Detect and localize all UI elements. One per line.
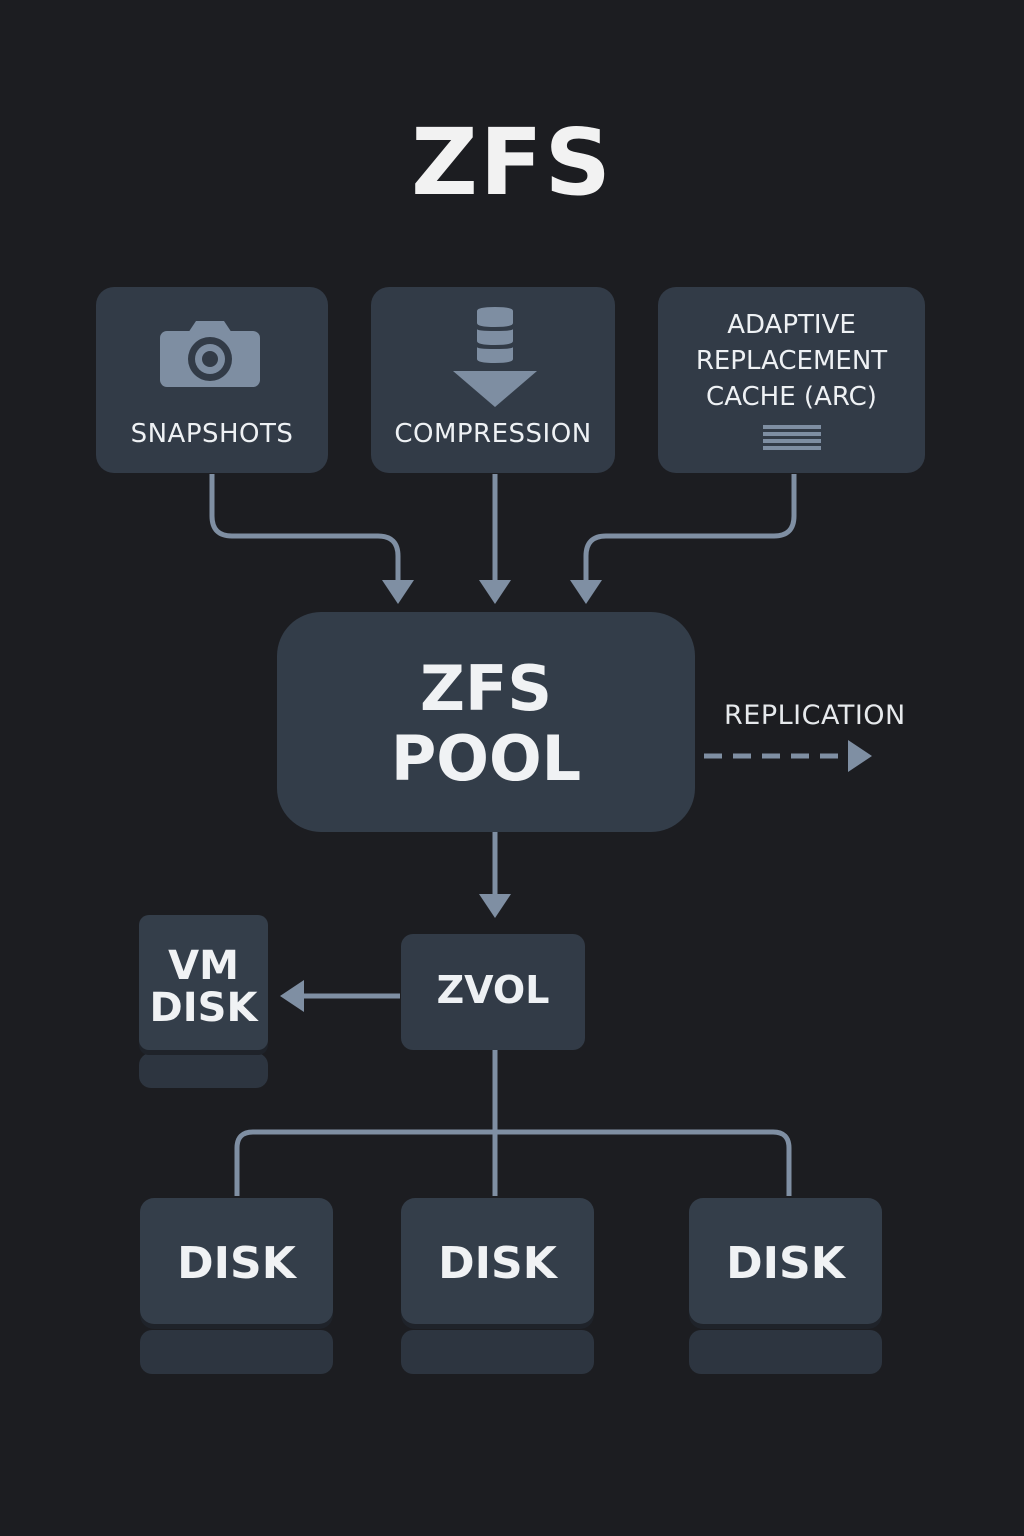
snapshots-to-pool-arrowhead (382, 580, 414, 604)
disk-base (689, 1330, 882, 1374)
vm-disk-stack: VM DISK (139, 915, 268, 1088)
arc-label: ADAPTIVE REPLACEMENT CACHE (ARC) (695, 310, 888, 412)
zvol-node: ZVOL (401, 934, 585, 1050)
pool-to-zvol-arrowhead (479, 894, 511, 918)
zvol-label: ZVOL (436, 968, 550, 1012)
arc-to-pool-arrowhead (570, 580, 602, 604)
zfs-pool-node: ZFS POOL (277, 612, 695, 832)
compression-to-pool-arrowhead (479, 580, 511, 604)
replication-arrowhead (848, 740, 872, 772)
disk-base (401, 1330, 594, 1374)
disk-stack-1: DISK (140, 1198, 333, 1374)
disk-top (140, 1198, 333, 1324)
snapshots-to-pool-connector (209, 474, 401, 580)
database-down-arrow-icon (453, 307, 537, 407)
list-lines-icon (763, 425, 821, 450)
compression-card: COMPRESSION (371, 287, 615, 473)
snapshots-label: SNAPSHOTS (130, 419, 294, 449)
disk-stack-3: DISK (689, 1198, 882, 1374)
compression-label: COMPRESSION (394, 419, 592, 449)
disk-top (401, 1198, 594, 1324)
replication-label: REPLICATION (724, 700, 906, 731)
zvol-to-vm-disk-arrowhead (280, 980, 304, 1012)
zfs-pool-label: ZFS POOL (390, 652, 582, 795)
vm-disk-base (139, 1053, 268, 1088)
disk-stack-2: DISK (401, 1198, 594, 1374)
page-title: ZFS (411, 109, 613, 216)
snapshots-card: SNAPSHOTS (96, 287, 328, 473)
vm-disk-top (139, 915, 268, 1050)
vm-disk-label: VM DISK (149, 943, 258, 1031)
disk-base (140, 1330, 333, 1374)
disk-label: DISK (726, 1238, 845, 1289)
disk-label: DISK (177, 1238, 296, 1289)
camera-icon (160, 321, 260, 387)
arc-card: ADAPTIVE REPLACEMENT CACHE (ARC) (658, 287, 925, 473)
arc-to-pool-connector (583, 474, 797, 580)
disk-label: DISK (438, 1238, 557, 1289)
disks-branch-connector (234, 1129, 792, 1196)
disk-top (689, 1198, 882, 1324)
